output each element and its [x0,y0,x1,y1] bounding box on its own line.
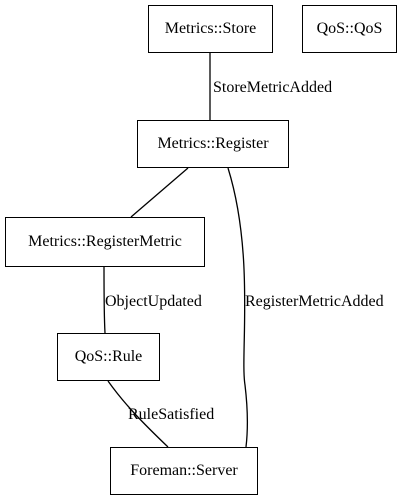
node-qos-rule: QoS::Rule [57,333,160,381]
node-foreman-server: Foreman::Server [110,447,258,495]
node-metrics-store: Metrics::Store [148,5,273,53]
node-qos-qos: QoS::QoS [302,5,397,53]
edge-label-register-metric-added: RegisterMetricAdded [245,293,384,310]
edge-label-rule-satisfied: RuleSatisfied [128,406,214,423]
edge-register-to-register-metric [130,167,189,218]
edge-register-to-foreman-server [227,167,249,448]
edge-label-store-metric-added: StoreMetricAdded [213,79,332,96]
node-metrics-register: Metrics::Register [137,120,289,168]
node-metrics-register-metric: Metrics::RegisterMetric [5,217,205,267]
edge-qos-rule-to-foreman-server [107,380,169,448]
edge-register-metric-to-qos-rule [103,266,106,334]
edge-label-object-updated: ObjectUpdated [105,293,202,310]
